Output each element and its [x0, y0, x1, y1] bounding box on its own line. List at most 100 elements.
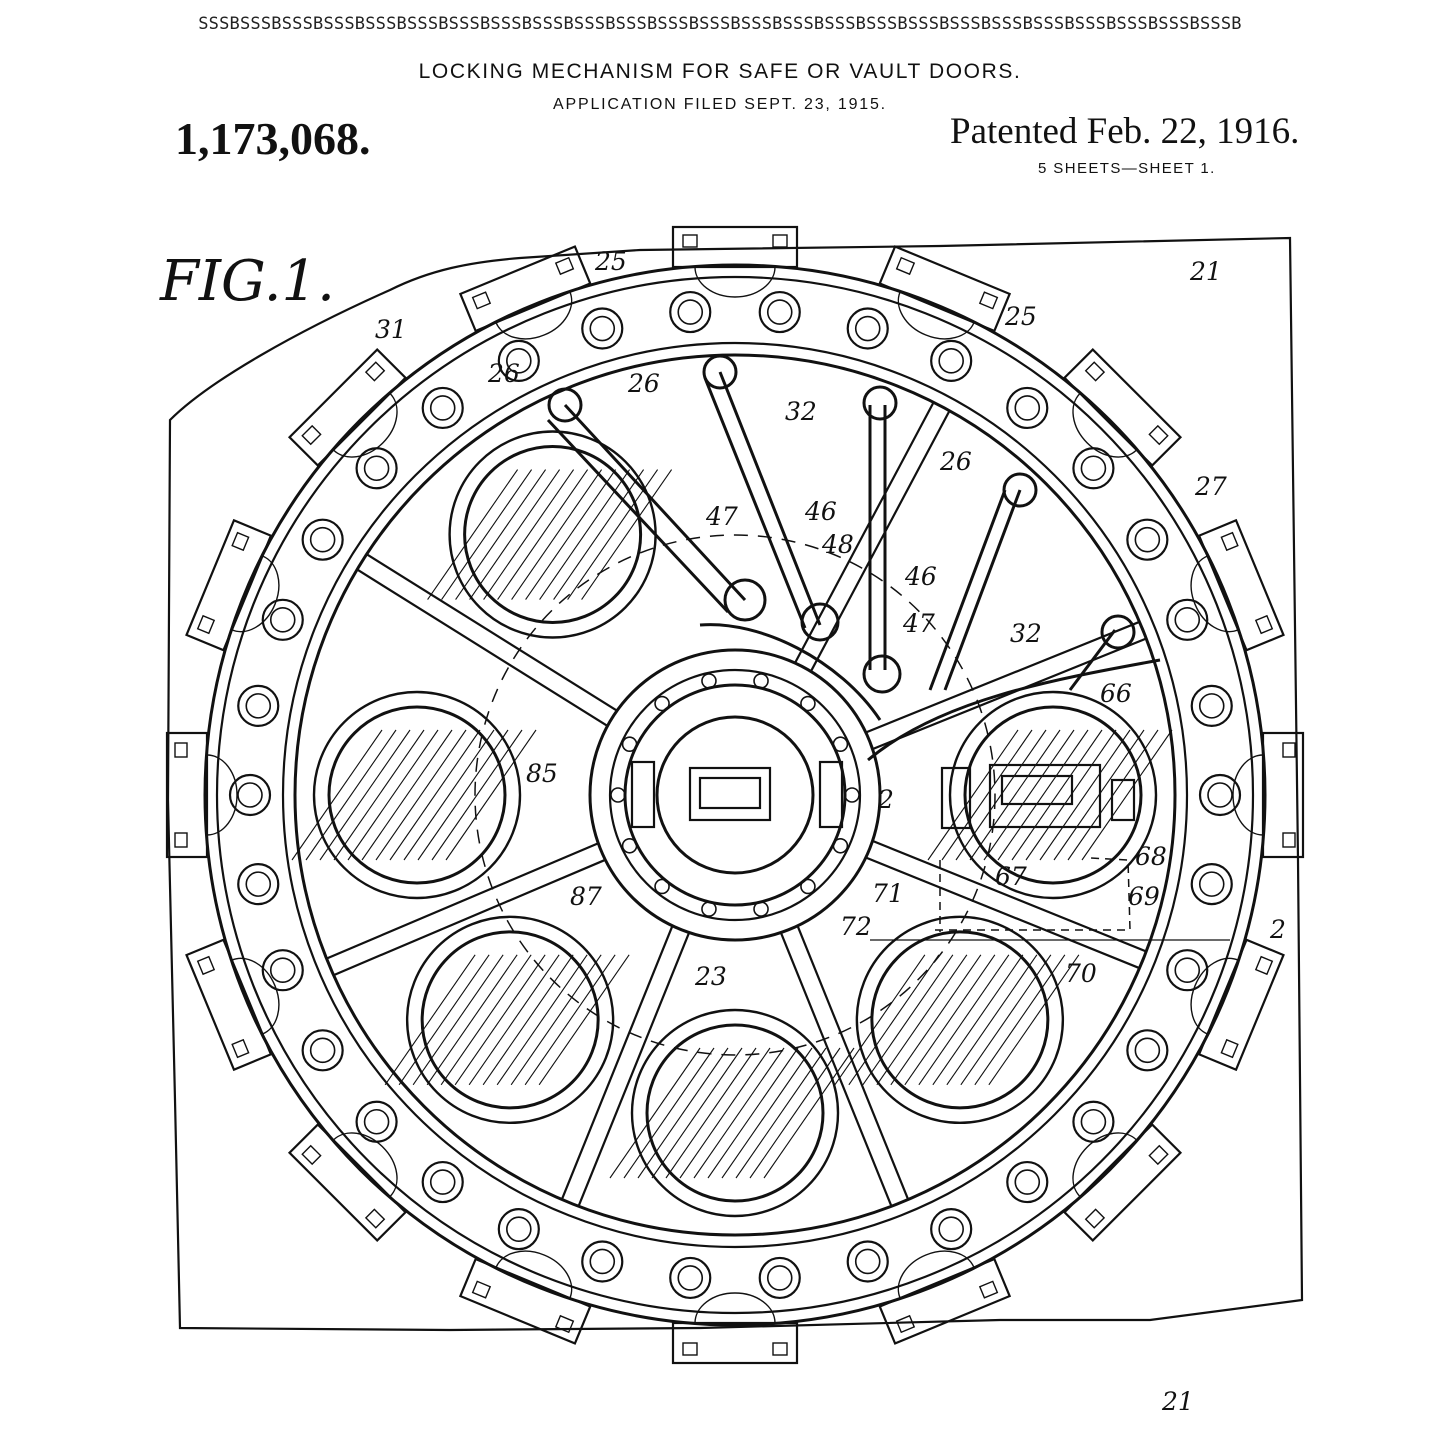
ring-bolt	[846, 1240, 889, 1283]
reference-numeral: 67	[995, 862, 1027, 891]
document-title: LOCKING MECHANISM FOR SAFE OR VAULT DOOR…	[418, 60, 1022, 83]
hub-bolt	[610, 787, 626, 803]
reference-numeral: 26	[627, 369, 660, 398]
central-hub	[588, 648, 882, 942]
ring-bolt-head	[1174, 957, 1201, 984]
hub-bolt	[844, 787, 860, 803]
dashed-reference-circle	[474, 534, 996, 1056]
window-glass-edge	[870, 930, 1050, 1110]
ring-bolt	[497, 1208, 540, 1251]
spoke-edge	[872, 637, 1147, 751]
ring-bolt	[758, 290, 801, 334]
ring-bolt-head	[506, 1216, 532, 1242]
ring-bolt	[930, 1208, 973, 1251]
door-face-edge	[293, 353, 1177, 1237]
ring-bolt	[1126, 1029, 1169, 1072]
ring-bolt-head	[766, 299, 793, 325]
hub-bolt	[654, 695, 670, 712]
spoke-edge	[333, 858, 606, 977]
bolt-lug	[287, 1122, 408, 1243]
window-glass-edge	[420, 930, 600, 1110]
ring-bolt	[1166, 949, 1209, 992]
application-filed-date: APPLICATION FILED SEPT. 23, 1915.	[553, 96, 887, 113]
bolt-lug	[185, 938, 280, 1072]
door-backing-plate	[166, 236, 1304, 1332]
ring-bolt-head	[363, 1108, 390, 1135]
ring-bolt	[355, 1100, 398, 1143]
hub-bolt	[701, 901, 717, 917]
reference-numeral: 71	[872, 879, 904, 908]
hub-bolt	[832, 736, 849, 753]
spoke-edge	[577, 932, 691, 1207]
reference-numeral: 46	[904, 562, 937, 591]
border-strip: SSSBSSSBSSSBSSSBSSSBSSSBSSSBSSSBSSSBSSSB…	[198, 14, 1242, 34]
ring-bolt	[1190, 863, 1233, 906]
bolt-lug	[458, 245, 592, 340]
ring-bolt-head	[1134, 1037, 1161, 1064]
spoke-windows	[291, 430, 1173, 1218]
hub-bolt	[621, 837, 638, 854]
ring-bolt	[261, 598, 304, 641]
reference-numeral: 25	[1004, 302, 1037, 331]
hub-bolt	[701, 673, 717, 689]
linkage-arms	[546, 354, 1161, 762]
ring-bolt	[1006, 386, 1049, 430]
hub-bolt	[832, 837, 849, 854]
ring-bolt	[1190, 684, 1233, 727]
ring-bolt-head	[309, 1037, 336, 1064]
reference-numeral: 87	[570, 882, 602, 911]
bolt-lug	[878, 1250, 1012, 1345]
ring-bolt	[301, 518, 344, 561]
ring-bolt	[421, 386, 464, 430]
ring-bolt	[301, 1029, 344, 1072]
ring-bolt-head	[506, 348, 532, 374]
ring-bolt	[237, 684, 280, 727]
window-hatching	[609, 1047, 855, 1179]
spoke-edge	[560, 925, 674, 1201]
bolt-lug	[1062, 1122, 1183, 1243]
window-rim	[312, 690, 522, 900]
bolt-circle	[228, 290, 1242, 1300]
ring-bolt	[1006, 1160, 1049, 1204]
ring-bolt-head	[429, 395, 456, 421]
ring-bolt	[1072, 447, 1115, 490]
reference-numeral: 32	[785, 397, 817, 426]
reference-numeral: 26	[939, 447, 972, 476]
ring-bolt-head	[938, 348, 964, 374]
spokes	[326, 401, 1147, 1207]
ring-bolt-head	[363, 455, 390, 482]
reference-numeral: 26	[487, 359, 520, 388]
patent-number: 1,173,068.	[175, 113, 371, 164]
ring-bolt-head	[1134, 526, 1161, 553]
bolt-lug	[165, 731, 238, 859]
window-hatching	[834, 954, 1080, 1086]
ring-bolt	[669, 1256, 712, 1300]
ring-bolt	[228, 773, 272, 817]
ring-bolt-head	[1014, 1169, 1041, 1195]
bolt-ring-inner-edge	[281, 341, 1189, 1249]
ring-bolt	[497, 339, 540, 382]
reference-numeral: 47	[705, 502, 738, 531]
ring-bolt-head	[677, 1265, 704, 1291]
spoke-edge	[810, 410, 951, 672]
window-rim	[448, 430, 657, 639]
bolt-lugs	[165, 225, 1305, 1365]
ring-bolt-head	[1198, 871, 1225, 897]
reference-numeral: 31	[375, 315, 407, 344]
ring-bolt-head	[429, 1169, 456, 1195]
spoke-edge	[796, 925, 910, 1201]
window-rim	[405, 915, 615, 1125]
ring-bolt	[261, 949, 304, 992]
ring-bolt	[237, 863, 280, 906]
ring-bolt-head	[269, 957, 296, 984]
secondary-lock-box	[870, 763, 1230, 941]
window-rim	[855, 915, 1065, 1125]
ring-bolt-head	[245, 693, 272, 719]
ring-bolt	[1072, 1100, 1115, 1143]
bolt-lug	[671, 225, 799, 298]
hub-bolt	[753, 673, 769, 689]
ring-bolt-head	[589, 1248, 616, 1275]
window-rim	[948, 690, 1158, 900]
ring-bolt	[1126, 518, 1169, 561]
